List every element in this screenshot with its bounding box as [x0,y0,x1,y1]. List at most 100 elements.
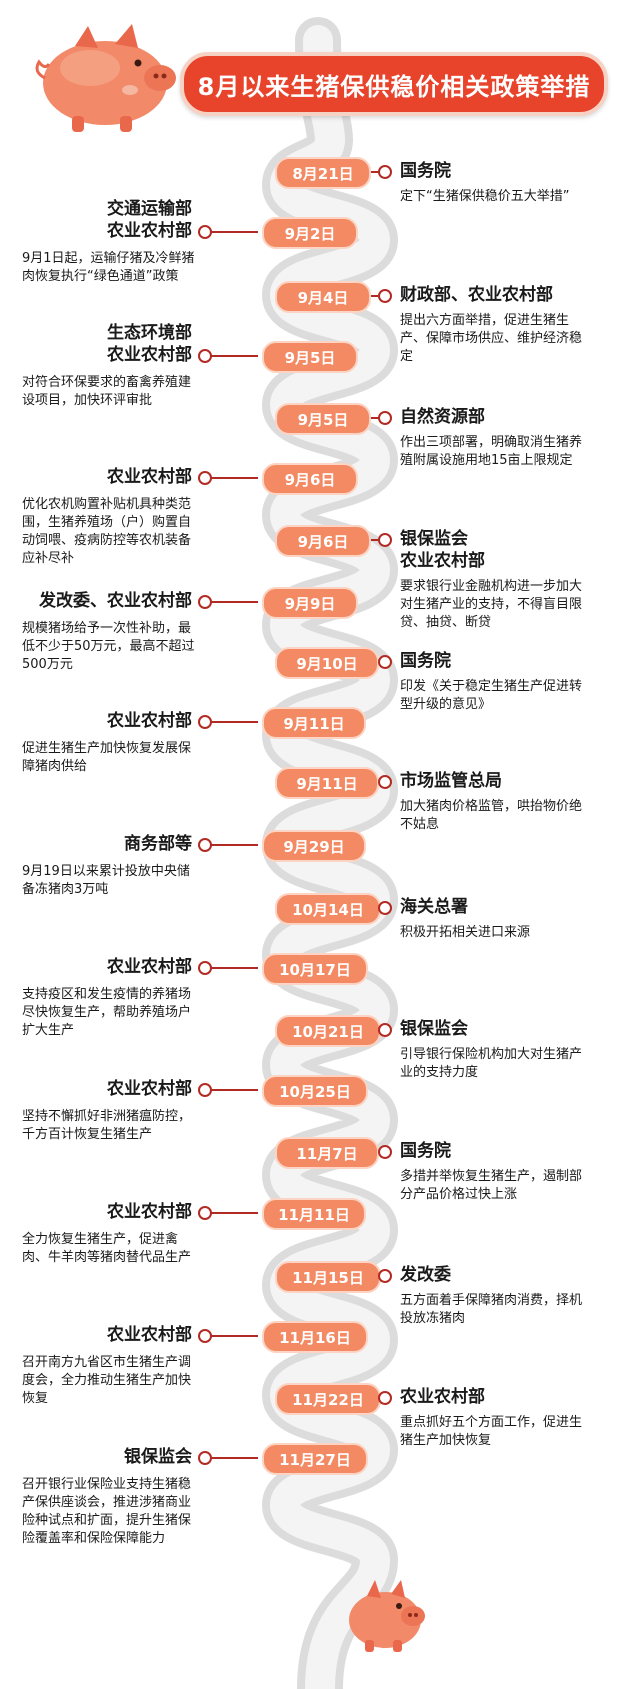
date-pill: 11月27日 [262,1443,368,1475]
connector-line [371,417,382,419]
connector-dot [378,1145,392,1159]
event-description: 提出六方面举措，促进生猪生产、保障市场供应、维护经济稳定 [400,313,583,364]
event-description: 作出三项部署，明确取消生猪养殖附属设施用地15亩上限规定 [400,435,583,468]
date-pill: 9月4日 [275,281,371,313]
event-description: 印发《关于稳定生猪生产促进转型升级的意见》 [400,679,583,712]
agency-name: 生态环境部农业农村部 [107,323,192,365]
date-pill: 9月6日 [262,463,358,495]
date-pill: 9月10日 [275,647,379,679]
connector-dot [378,655,392,669]
pig-mascot-icon [35,24,176,132]
event-description: 召开南方九省区市生猪生产调度会，全力推动生猪生产加快恢复 [22,1355,192,1406]
date-pill: 10月21日 [275,1015,381,1047]
connector-line [208,1212,258,1214]
connector-dot [198,715,212,729]
page-title: 8月以来生猪保供稳价相关政策举措 [180,52,608,116]
connector-line [371,295,382,297]
event-description: 召开银行业保险业支持生猪稳产保供座谈会，推进涉猪商业险种试点和扩面，提升生猪保险… [22,1477,192,1546]
connector-line [208,601,258,603]
event-description: 加大猪肉价格监管，哄抬物价绝不姑息 [400,799,583,832]
agency-name: 市场监管总局 [400,771,502,791]
connector-dot [198,838,212,852]
date-pill: 11月22日 [275,1383,381,1415]
date-pill: 10月14日 [275,893,381,925]
agency-name: 自然资源部 [400,407,485,427]
connector-dot [198,595,212,609]
date-pill: 11月7日 [275,1137,379,1169]
agency-name: 国务院 [400,161,451,181]
event-description: 重点抓好五个方面工作，促进生猪生产加快恢复 [400,1415,583,1448]
connector-dot [198,471,212,485]
event-description: 对符合环保要求的畜禽养殖建设项目，加快环评审批 [22,375,192,408]
agency-name: 海关总署 [400,897,468,917]
connector-line [371,539,382,541]
connector-dot [378,165,392,179]
connector-dot [378,901,392,915]
agency-name: 农业农村部 [107,711,192,731]
agency-name: 农业农村部 [400,1387,485,1407]
event-description: 全力恢复生猪生产，促进禽肉、牛羊肉等猪肉替代品生产 [22,1232,192,1265]
agency-name: 农业农村部 [107,1079,192,1099]
date-pill: 9月5日 [262,341,358,373]
date-pill: 10月25日 [262,1075,368,1107]
date-pill: 9月6日 [275,525,371,557]
event-description: 支持疫区和发生疫情的养猪场尽快恢复生产，帮助养殖场户扩大生产 [22,987,192,1038]
connector-dot [378,533,392,547]
connector-dot [378,1391,392,1405]
event-description: 促进生猪生产加快恢复发展保障猪肉供给 [22,741,192,774]
event-description: 9月19日以来累计投放中央储备冻猪肉3万吨 [22,864,190,897]
connector-line [208,355,258,357]
connector-dot [198,1451,212,1465]
connector-dot [198,1329,212,1343]
date-pill: 9月9日 [262,587,358,619]
agency-name: 银保监会农业农村部 [400,529,485,571]
connector-dot [198,1206,212,1220]
date-pill: 9月2日 [262,217,358,249]
connector-dot [198,349,212,363]
connector-dot [198,961,212,975]
agency-name: 交通运输部农业农村部 [107,199,192,241]
connector-dot [378,411,392,425]
date-pill: 11月16日 [262,1321,368,1353]
agency-name: 发改委、农业农村部 [39,591,192,611]
event-description: 要求银行业金融机构进一步加大对生猪产业的支持，不得盲目限贷、抽贷、断贷 [400,579,583,630]
connector-line [208,844,258,846]
connector-line [208,721,258,723]
agency-name: 商务部等 [124,834,192,854]
connector-dot [378,1023,392,1037]
agency-name: 发改委 [400,1265,451,1285]
date-pill: 9月29日 [262,830,366,862]
connector-dot [378,775,392,789]
event-description: 规模猪场给予一次性补助，最低不少于50万元，最高不超过500万元 [22,621,195,672]
event-description: 定下“生猪保供稳价五大举措” [400,189,570,204]
agency-name: 农业农村部 [107,1202,192,1222]
connector-line [371,171,382,173]
connector-dot [378,1269,392,1283]
pig-mascot-small-icon [349,1580,425,1652]
connector-dot [198,225,212,239]
connector-line [208,1089,258,1091]
date-pill: 8月21日 [275,157,371,189]
date-pill: 11月15日 [275,1261,381,1293]
event-description: 9月1日起，运输仔猪及冷鲜猪肉恢复执行“绿色通道”政策 [22,251,195,284]
agency-name: 农业农村部 [107,1325,192,1345]
agency-name: 银保监会 [400,1019,468,1039]
date-pill: 10月17日 [262,953,368,985]
agency-name: 农业农村部 [107,467,192,487]
date-pill: 9月11日 [275,767,379,799]
connector-line [208,231,258,233]
event-description: 积极开拓相关进口来源 [400,925,531,940]
agency-name: 国务院 [400,1141,451,1161]
event-description: 五方面着手保障猪肉消费，择机投放冻猪肉 [400,1293,583,1326]
date-pill: 11月11日 [262,1198,366,1230]
connector-dot [198,1083,212,1097]
event-description: 优化农机购置补贴机具种类范围，生猪养殖场（户）购置自动饲喂、疫病防控等农机装备应… [22,497,192,566]
event-description: 多措并举恢复生猪生产，遏制部分产品价格过快上涨 [400,1169,583,1202]
date-pill: 9月5日 [275,403,371,435]
date-pill: 9月11日 [262,707,366,739]
event-description: 引导银行保险机构加大对生猪产业的支持力度 [400,1047,583,1080]
connector-line [208,1457,258,1459]
connector-line [208,1335,258,1337]
connector-line [208,477,258,479]
event-description: 坚持不懈抓好非洲猪瘟防控，千方百计恢复生猪生产 [22,1109,192,1142]
